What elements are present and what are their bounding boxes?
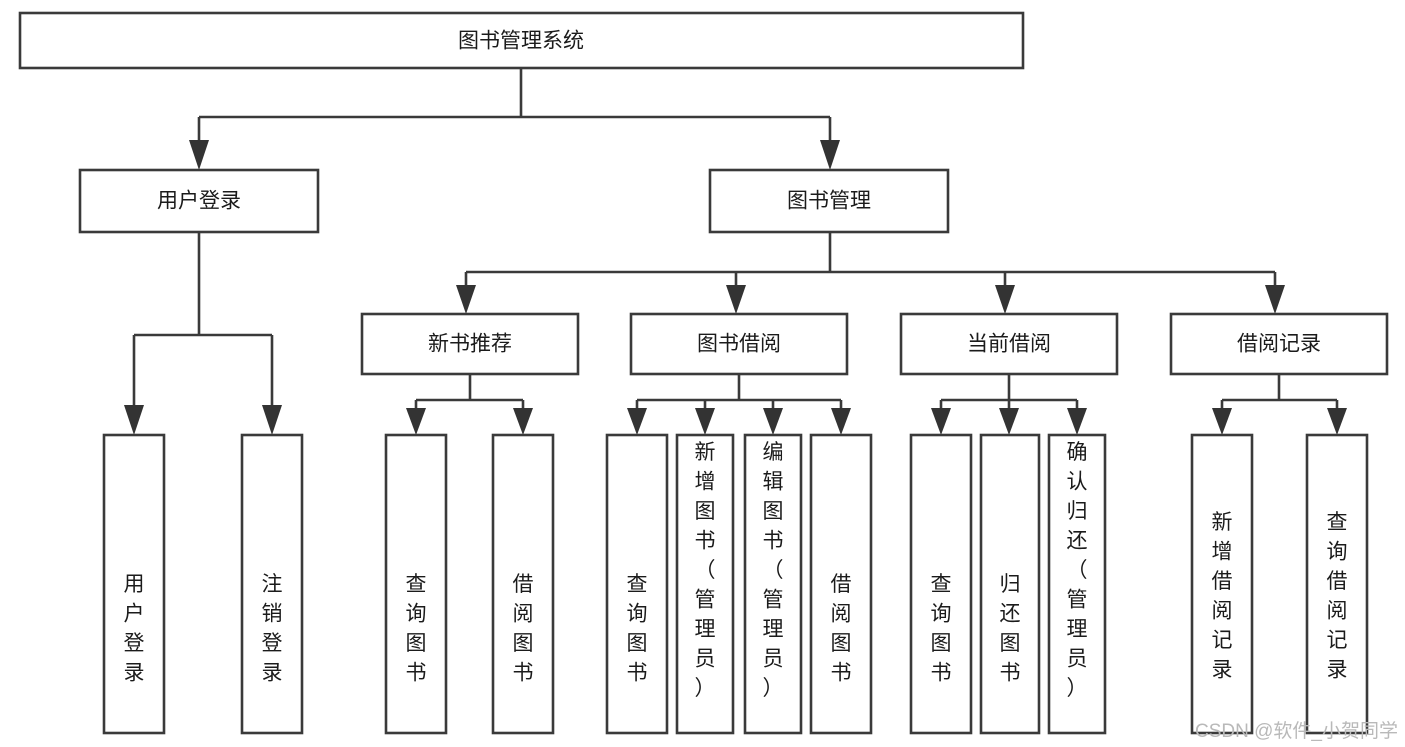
arrow-head-leaf-borrow-book-b bbox=[831, 408, 851, 435]
arrow-head-book-mgmt bbox=[820, 140, 840, 170]
node-leaf-confirm-return-admin[interactable]: 确认归还（管理员） bbox=[1047, 433, 1107, 735]
node-leaf-add-book-admin-label: 新增图书（管理员） bbox=[695, 441, 716, 700]
arrow-head-leaf-query-record bbox=[1327, 408, 1347, 435]
arrow-head-leaf-user-login bbox=[124, 405, 144, 435]
node-user-login-box[interactable] bbox=[78, 168, 320, 234]
arrow-head-leaf-query-book-a bbox=[406, 408, 426, 435]
node-book-borrow-label: 图书借阅 bbox=[697, 333, 781, 356]
node-leaf-logout-label: 注销登录 bbox=[262, 573, 283, 685]
node-leaf-user-login[interactable]: 用户登录 bbox=[102, 433, 166, 735]
arrow-head-user-login bbox=[189, 140, 209, 170]
node-leaf-query-book-current-label: 查询图书 bbox=[931, 573, 952, 685]
node-leaf-borrow-book-borrow[interactable]: 借阅图书 bbox=[809, 433, 873, 735]
arrow-head-leaf-query-book-b bbox=[627, 408, 647, 435]
connector-group-book-borrow-to-leaves bbox=[627, 374, 851, 435]
node-current-borrow-label: 当前借阅 bbox=[967, 333, 1051, 356]
node-new-book-recommend-box[interactable] bbox=[360, 312, 580, 376]
node-leaf-logout-box[interactable] bbox=[240, 433, 304, 735]
node-root-system[interactable]: 图书管理系统 bbox=[18, 11, 1025, 70]
node-leaf-logout[interactable]: 注销登录 bbox=[240, 433, 304, 735]
node-book-management-label: 图书管理 bbox=[787, 190, 871, 213]
arrow-head-leaf-add-record bbox=[1212, 408, 1232, 435]
node-leaf-add-book-admin[interactable]: 新增图书（管理员） bbox=[675, 433, 735, 735]
node-leaf-borrow-book-recommend-label: 借阅图书 bbox=[513, 573, 534, 685]
node-user-login[interactable]: 用户登录 bbox=[78, 168, 320, 234]
arrow-head-current-borrow bbox=[995, 285, 1015, 314]
node-leaf-query-book-current[interactable]: 查询图书 bbox=[909, 433, 973, 735]
node-leaf-add-borrow-record[interactable]: 新增借阅记录 bbox=[1190, 433, 1254, 735]
node-book-borrow[interactable]: 图书借阅 bbox=[629, 312, 849, 376]
node-leaf-query-book-borrow-label: 查询图书 bbox=[627, 573, 648, 685]
node-leaf-query-book-recommend-box[interactable] bbox=[384, 433, 448, 735]
node-leaf-add-borrow-record-label: 新增借阅记录 bbox=[1212, 511, 1233, 682]
arrow-head-leaf-add-book bbox=[695, 408, 715, 435]
arrow-head-leaf-return-book bbox=[999, 408, 1019, 435]
node-leaf-borrow-book-recommend-box[interactable] bbox=[491, 433, 555, 735]
node-new-book-recommend[interactable]: 新书推荐 bbox=[360, 312, 580, 376]
node-leaf-query-book-borrow[interactable]: 查询图书 bbox=[605, 433, 669, 735]
node-leaf-confirm-return-admin-label: 确认归还（管理员） bbox=[1067, 441, 1088, 700]
node-leaf-add-book-admin-box[interactable] bbox=[675, 433, 735, 735]
node-leaf-borrow-book-borrow-label: 借阅图书 bbox=[831, 573, 852, 685]
node-root-system-box[interactable] bbox=[18, 11, 1025, 70]
node-leaf-query-book-recommend-label: 查询图书 bbox=[406, 573, 427, 685]
arrow-head-leaf-logout bbox=[262, 405, 282, 435]
node-leaf-return-book-label: 归还图书 bbox=[1000, 573, 1021, 685]
node-root-system-label: 图书管理系统 bbox=[458, 30, 584, 53]
node-leaf-return-book[interactable]: 归还图书 bbox=[979, 433, 1041, 735]
node-current-borrow[interactable]: 当前借阅 bbox=[899, 312, 1119, 376]
node-book-management-box[interactable] bbox=[708, 168, 950, 234]
node-leaf-edit-book-admin-label: 编辑图书（管理员） bbox=[763, 441, 784, 700]
node-leaf-borrow-book-recommend[interactable]: 借阅图书 bbox=[491, 433, 555, 735]
arrow-head-leaf-query-book-c bbox=[931, 408, 951, 435]
node-borrow-record-label: 借阅记录 bbox=[1237, 333, 1321, 356]
node-leaf-add-borrow-record-box[interactable] bbox=[1190, 433, 1254, 735]
connector-group-user-login-to-leaves bbox=[124, 232, 282, 435]
node-borrow-record[interactable]: 借阅记录 bbox=[1169, 312, 1389, 376]
node-leaf-user-login-box[interactable] bbox=[102, 433, 166, 735]
connector-group-book-mgmt-to-level3 bbox=[456, 232, 1285, 314]
node-book-borrow-box[interactable] bbox=[629, 312, 849, 376]
node-leaf-edit-book-admin-box[interactable] bbox=[743, 433, 803, 735]
node-leaf-query-borrow-record-label: 查询借阅记录 bbox=[1327, 511, 1348, 682]
node-user-login-label: 用户登录 bbox=[157, 190, 241, 213]
connector-group-new-book-rec-to-leaves bbox=[406, 374, 533, 435]
node-leaf-query-borrow-record-box[interactable] bbox=[1305, 433, 1369, 735]
arrow-head-borrow-record bbox=[1265, 285, 1285, 314]
arrow-head-leaf-edit-book bbox=[763, 408, 783, 435]
node-current-borrow-box[interactable] bbox=[899, 312, 1119, 376]
node-leaf-return-book-box[interactable] bbox=[979, 433, 1041, 735]
node-leaf-query-book-current-box[interactable] bbox=[909, 433, 973, 735]
arrow-head-leaf-confirm-return bbox=[1067, 408, 1087, 435]
node-leaf-query-borrow-record[interactable]: 查询借阅记录 bbox=[1305, 433, 1369, 735]
arrow-head-new-book-rec bbox=[456, 285, 476, 314]
node-leaf-query-book-borrow-box[interactable] bbox=[605, 433, 669, 735]
node-book-management[interactable]: 图书管理 bbox=[708, 168, 950, 234]
arrow-head-book-borrow bbox=[726, 285, 746, 314]
node-leaf-edit-book-admin[interactable]: 编辑图书（管理员） bbox=[743, 433, 803, 735]
connector-group-borrow-record-to-leaves bbox=[1212, 374, 1347, 435]
node-new-book-recommend-label: 新书推荐 bbox=[428, 333, 512, 356]
arrow-head-leaf-borrow-book-a bbox=[513, 408, 533, 435]
connector-group-current-borrow-to-leaves bbox=[931, 374, 1087, 435]
node-leaf-query-book-recommend[interactable]: 查询图书 bbox=[384, 433, 448, 735]
node-leaf-borrow-book-borrow-box[interactable] bbox=[809, 433, 873, 735]
node-leaf-confirm-return-admin-box[interactable] bbox=[1047, 433, 1107, 735]
connector-group-root-to-level2 bbox=[189, 68, 840, 170]
node-leaf-user-login-label: 用户登录 bbox=[124, 573, 145, 685]
node-borrow-record-box[interactable] bbox=[1169, 312, 1389, 376]
csdn-watermark: CSDN @软件_小贺同学 bbox=[1195, 720, 1398, 742]
